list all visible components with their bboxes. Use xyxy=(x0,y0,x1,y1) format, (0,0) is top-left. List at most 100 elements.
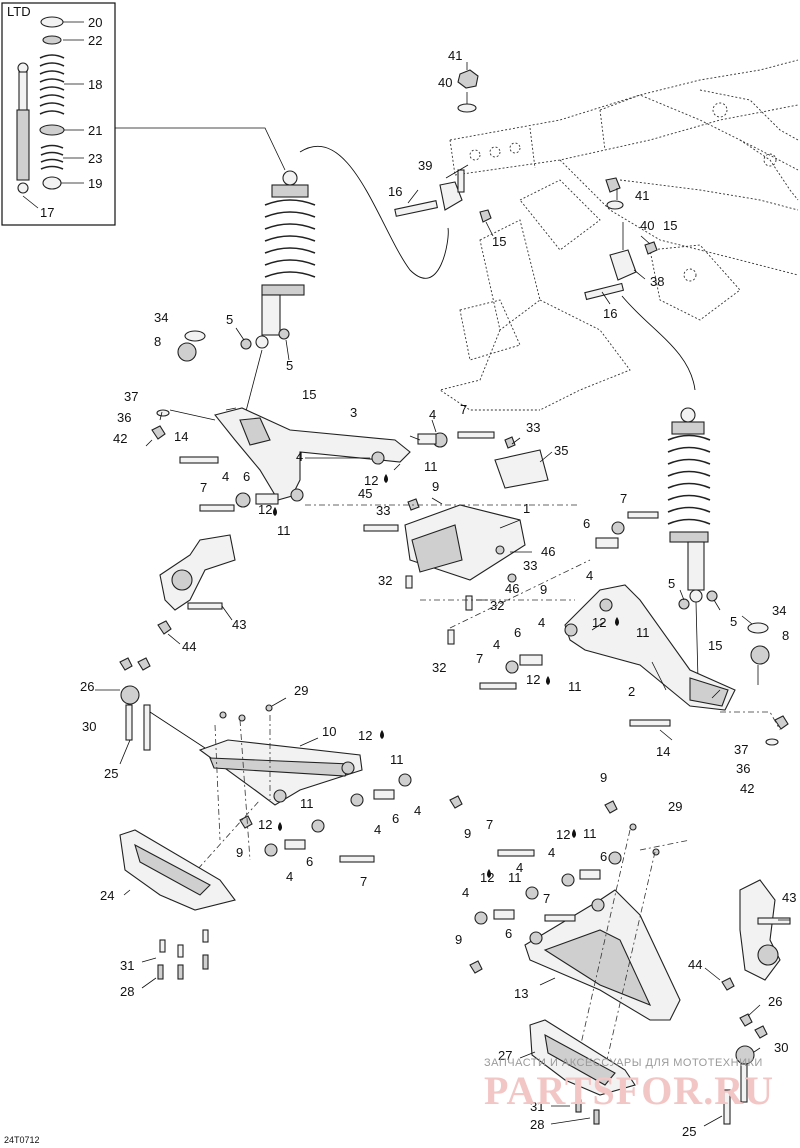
callout-30: 30 xyxy=(774,1040,788,1055)
bolt-16-top xyxy=(394,200,439,217)
watermark-logo: PARTSFOR.RU xyxy=(484,1068,774,1113)
lower-shock-pointer xyxy=(621,295,696,391)
nut-41-mid xyxy=(605,177,621,193)
callout-44: 44 xyxy=(688,957,702,972)
circlip-34-lower xyxy=(747,622,769,634)
callout-4: 4 xyxy=(462,885,469,900)
callout-23: 23 xyxy=(88,151,102,166)
callout-10: 10 xyxy=(322,724,336,739)
callout-11: 11 xyxy=(636,625,650,640)
callout-33: 33 xyxy=(526,420,540,435)
callout-44: 44 xyxy=(182,639,196,654)
callout-12: 12 xyxy=(364,473,378,488)
callout-22: 22 xyxy=(88,33,102,48)
callout-9: 9 xyxy=(455,932,462,947)
callout-labels: 41 40 39 16 15 41 40 15 38 16 34 8 5 5 3… xyxy=(80,48,796,1139)
callout-25: 25 xyxy=(104,766,118,781)
callout-6: 6 xyxy=(600,849,607,864)
callout-34: 34 xyxy=(772,603,786,618)
callout-4: 4 xyxy=(414,803,421,818)
ball-joint-30-left xyxy=(120,685,140,705)
ball-joint-8-lower xyxy=(750,645,770,665)
ltd-inset: LTD 20 22 18 21 23 19 17 xyxy=(1,2,286,226)
callout-11: 11 xyxy=(424,459,438,474)
callout-5: 5 xyxy=(226,312,233,327)
lubricant-markers xyxy=(273,474,619,878)
nut-41-top xyxy=(457,69,479,89)
callout-8: 8 xyxy=(154,334,161,349)
callout-11: 11 xyxy=(583,826,597,841)
callout-29: 29 xyxy=(668,799,682,814)
callout-18: 18 xyxy=(88,77,102,92)
callout-36: 36 xyxy=(117,410,131,425)
callout-39: 39 xyxy=(418,158,432,173)
callout-15: 15 xyxy=(492,234,506,249)
inset-label: LTD xyxy=(7,4,31,19)
callout-12: 12 xyxy=(358,728,372,743)
lower-a-arm-2 xyxy=(479,511,789,746)
center-bracket-1 xyxy=(305,436,591,645)
callout-9: 9 xyxy=(464,826,471,841)
callout-9: 9 xyxy=(432,479,439,494)
callout-45: 45 xyxy=(358,486,372,501)
inset-spring-stack xyxy=(39,16,65,190)
callout-12: 12 xyxy=(258,502,272,517)
callout-43: 43 xyxy=(232,617,246,632)
callout-7: 7 xyxy=(200,480,207,495)
callout-24: 24 xyxy=(100,888,114,903)
callout-7: 7 xyxy=(460,402,467,417)
callout-4: 4 xyxy=(222,469,229,484)
callout-46: 46 xyxy=(505,581,519,596)
callout-15: 15 xyxy=(302,387,316,402)
watermark-tagline: ЗАПЧАСТИ И АКСЕССУАРЫ ДЛЯ МОТОТЕХНИКИ xyxy=(484,1057,763,1069)
callout-6: 6 xyxy=(392,811,399,826)
bolt-45 xyxy=(363,524,399,532)
bolt-16-mid xyxy=(584,282,625,301)
callout-17: 17 xyxy=(40,205,54,220)
callout-12: 12 xyxy=(526,672,540,687)
nut-15-top xyxy=(479,209,492,223)
lower-arm-10-assembly xyxy=(95,657,463,901)
callout-14: 14 xyxy=(174,429,188,444)
callout-46: 46 xyxy=(541,544,555,559)
callout-37: 37 xyxy=(734,742,748,757)
callout-42: 42 xyxy=(113,431,127,446)
callout-28: 28 xyxy=(530,1117,544,1132)
callout-37: 37 xyxy=(124,389,138,404)
callout-11: 11 xyxy=(300,796,314,811)
inset-shock-absorber xyxy=(16,62,30,194)
callout-38: 38 xyxy=(650,274,664,289)
vehicle-frame xyxy=(438,59,799,411)
callout-6: 6 xyxy=(306,854,313,869)
callout-33: 33 xyxy=(523,558,537,573)
callout-15: 15 xyxy=(663,218,677,233)
callout-33: 33 xyxy=(376,503,390,518)
callout-4: 4 xyxy=(296,449,303,464)
callout-26: 26 xyxy=(768,994,782,1009)
callout-19: 19 xyxy=(88,176,102,191)
upper-shock-pointer xyxy=(299,145,449,279)
callout-5: 5 xyxy=(730,614,737,629)
callout-7: 7 xyxy=(486,817,493,832)
callout-6: 6 xyxy=(583,516,590,531)
callout-11: 11 xyxy=(508,870,522,885)
callout-1: 1 xyxy=(523,501,530,516)
callout-6: 6 xyxy=(505,926,512,941)
ball-joint-8-top xyxy=(177,342,197,362)
callout-3: 3 xyxy=(350,405,357,420)
callout-16: 16 xyxy=(603,306,617,321)
callout-12: 12 xyxy=(258,817,272,832)
callout-25: 25 xyxy=(682,1124,696,1139)
callout-27: 27 xyxy=(498,1048,512,1063)
callout-32: 32 xyxy=(490,598,504,613)
callout-5: 5 xyxy=(286,358,293,373)
callout-16: 16 xyxy=(388,184,402,199)
document-code: 24T0712 xyxy=(4,1135,40,1145)
nut-15-mid xyxy=(644,241,658,255)
callout-4: 4 xyxy=(429,407,436,422)
callout-31: 31 xyxy=(120,958,134,973)
callout-5: 5 xyxy=(668,576,675,591)
callout-32: 32 xyxy=(378,573,392,588)
callout-4: 4 xyxy=(548,845,555,860)
